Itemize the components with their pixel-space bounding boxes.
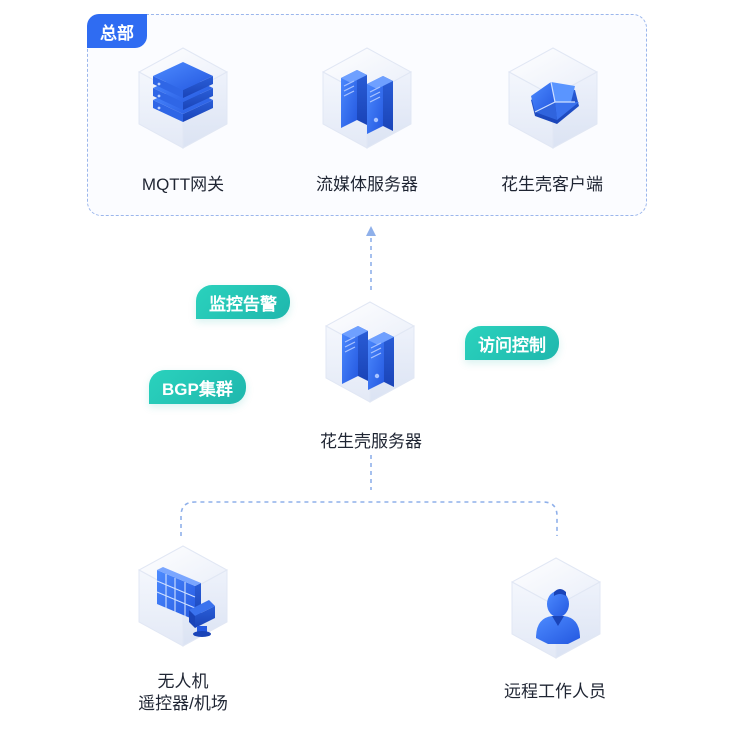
central-server-label: 花生壳服务器 (320, 432, 422, 451)
central-server-node (322, 296, 418, 406)
client-label: 花生壳客户端 (501, 175, 603, 194)
client-node (505, 42, 601, 152)
mqtt-gateway-label: MQTT网关 (141, 175, 225, 194)
person-icon (511, 557, 601, 659)
remote-worker-node (508, 552, 604, 662)
server-icon (325, 301, 415, 403)
bgp-cluster-tag: BGP集群 (149, 370, 246, 404)
remote-worker-label: 远程工作人员 (504, 682, 606, 701)
media-server-label: 流媒体服务器 (316, 175, 418, 194)
stacked-gateway-icon (138, 47, 228, 149)
client-software-icon (508, 47, 598, 149)
mqtt-gateway-node (135, 42, 231, 152)
monitor-alert-tag: 监控告警 (196, 285, 290, 319)
access-control-tag: 访问控制 (465, 326, 559, 360)
drone-controller-node (135, 540, 231, 650)
drone-controller-label-line2: 遥控器/机场 (138, 694, 228, 713)
headquarters-tag: 总部 (87, 14, 147, 48)
media-server-node (319, 42, 415, 152)
drone-controller-label-line1: 无人机 (157, 672, 209, 691)
media-server-icon (322, 47, 412, 149)
drone-controller-icon (138, 545, 228, 647)
